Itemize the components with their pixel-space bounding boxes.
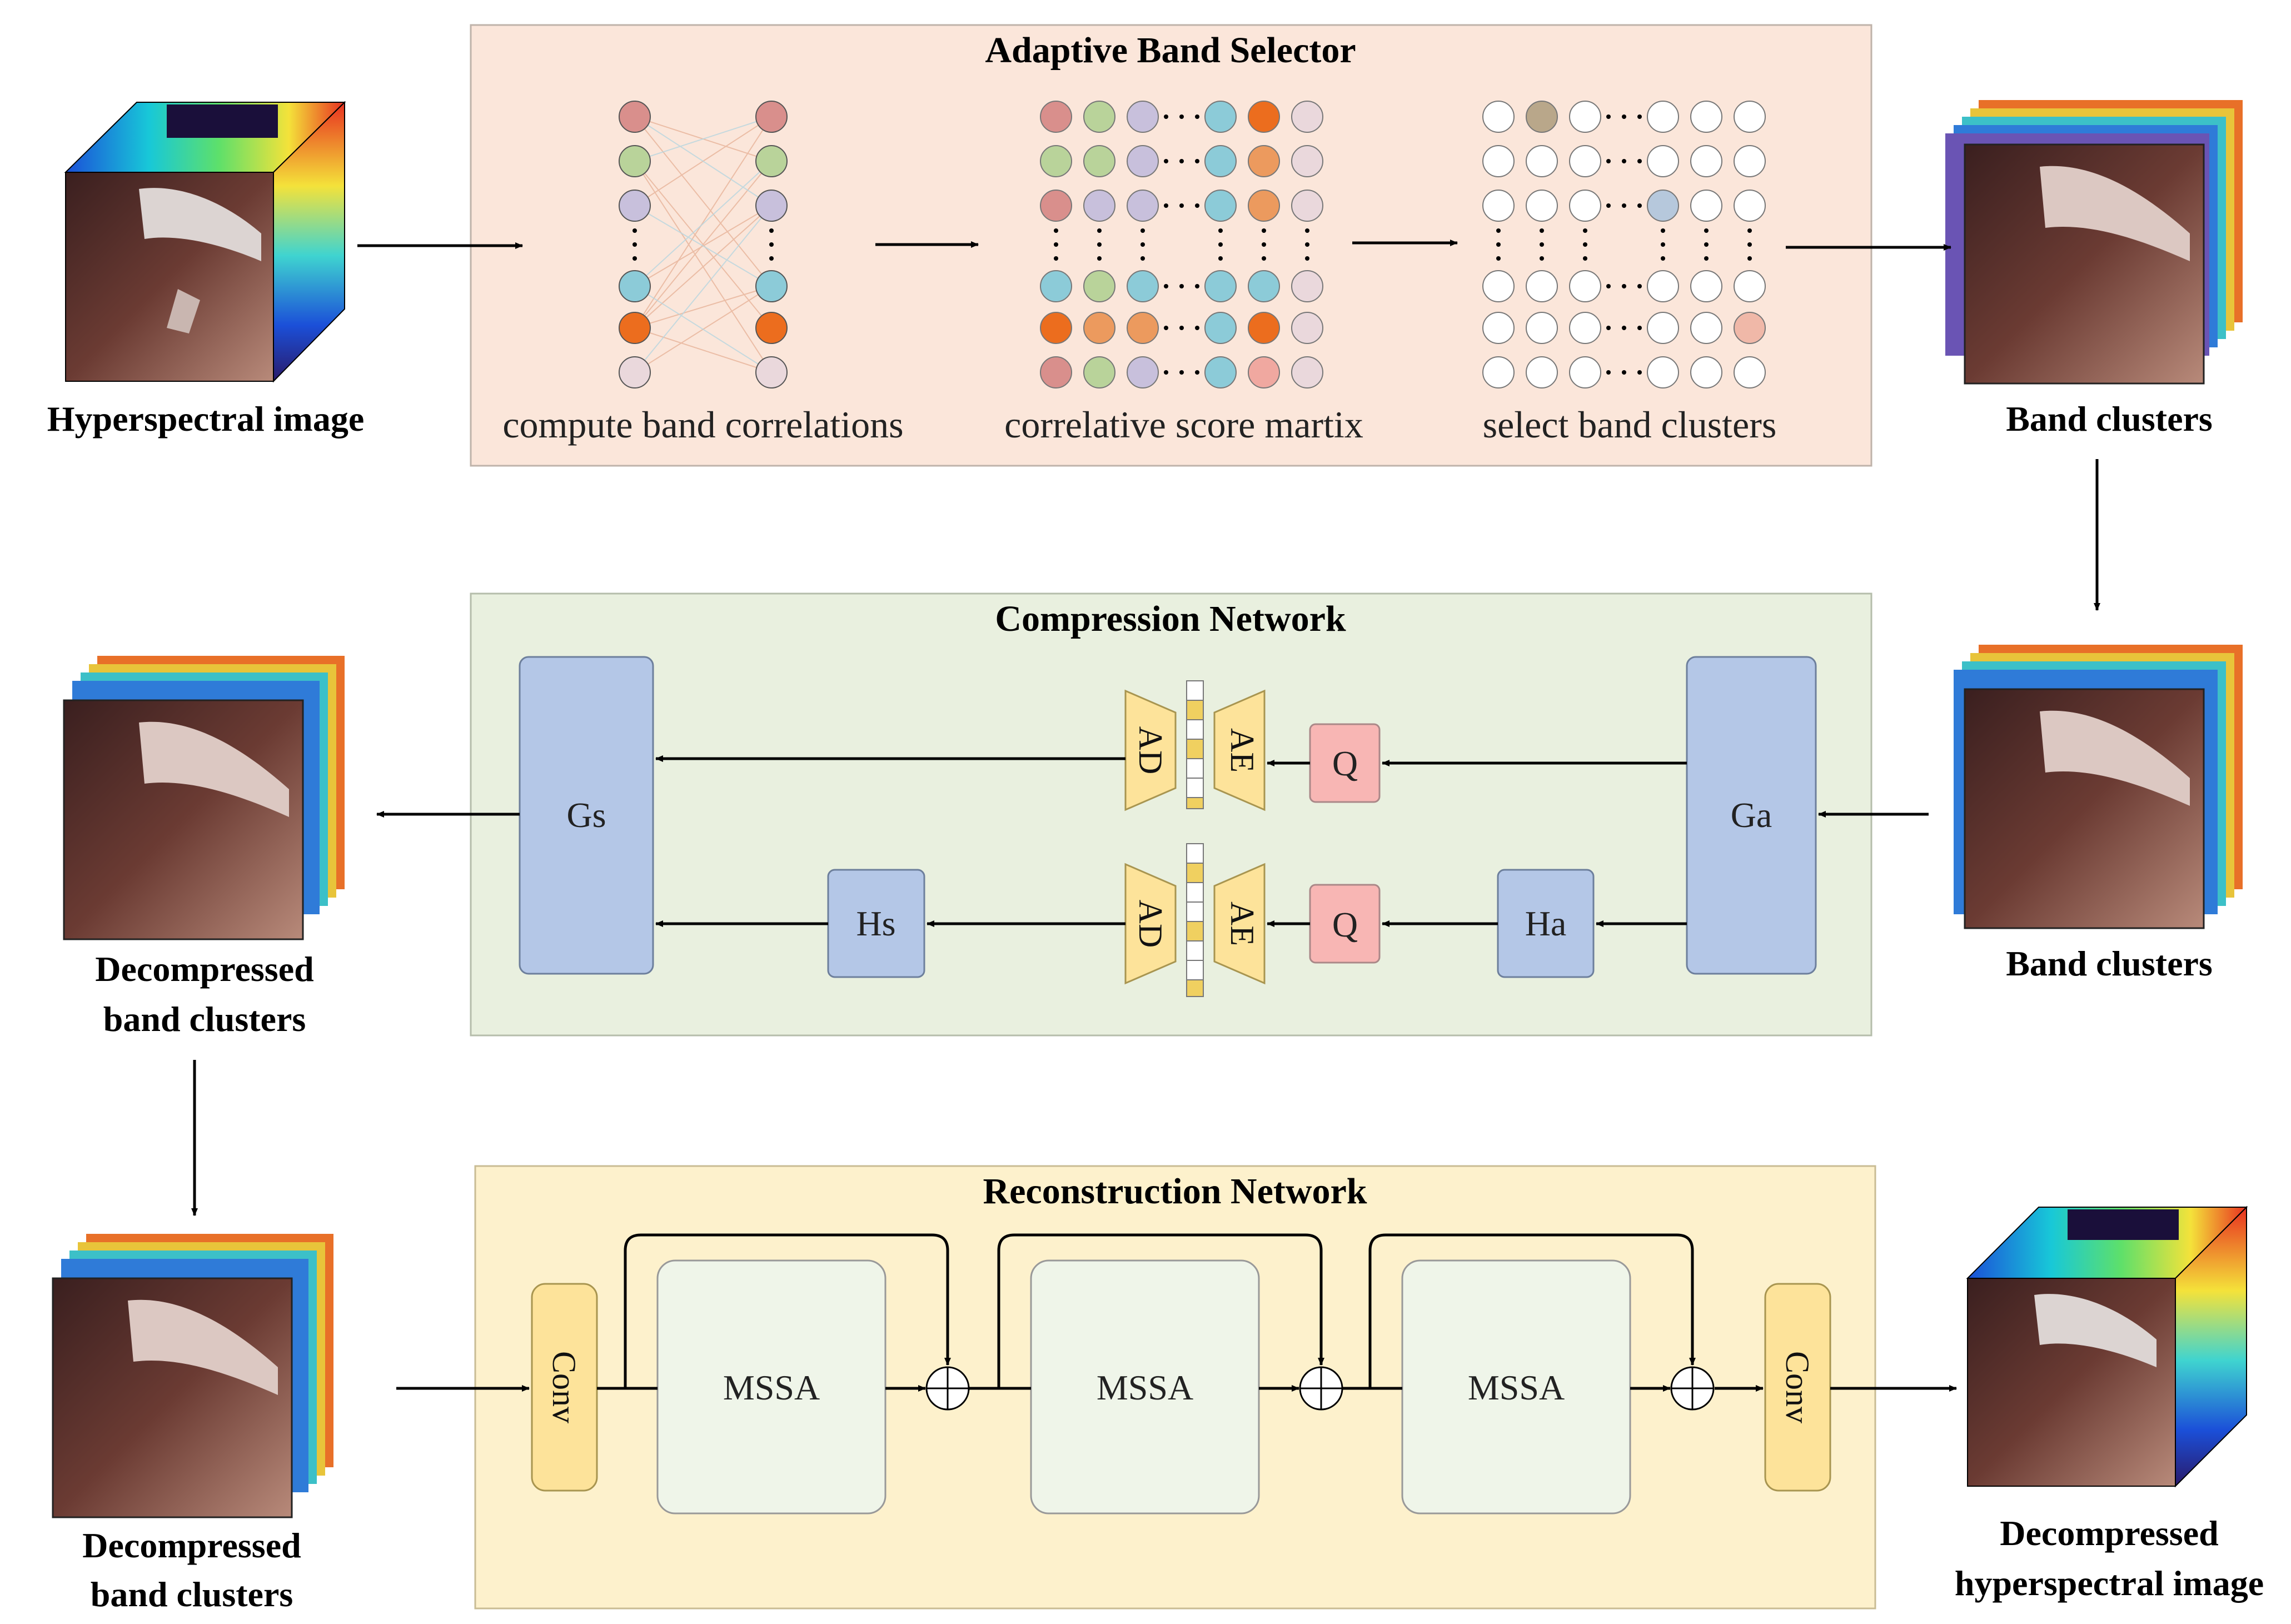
sum-node-3: [1670, 1366, 1715, 1411]
step-compute-correlations: compute band correlations: [502, 403, 903, 446]
step-score-matrix: correlative score martix: [1004, 403, 1363, 446]
mssa-1-label: MSSA: [723, 1368, 820, 1407]
reconstruction-title: Reconstruction Network: [983, 1171, 1367, 1212]
conv-in-label: Conv: [546, 1351, 582, 1423]
quantizer-top-label: Q: [1332, 744, 1358, 783]
sum-node-1: [925, 1366, 970, 1411]
hyperspectral-cube-input: [64, 101, 346, 383]
conv-out-label: Conv: [1779, 1351, 1816, 1423]
quantizer-bottom-label: Q: [1332, 905, 1358, 944]
output-label-2: hyperspectral image: [1955, 1563, 2264, 1603]
selected-clusters-grid: [1482, 101, 1766, 388]
sum-node-2: [1299, 1366, 1343, 1411]
ad-block-bottom: [1124, 863, 1177, 985]
ae-top-label: AE: [1224, 728, 1261, 773]
gs-label: Gs: [566, 795, 606, 835]
decompressed-clusters-label-bottom-2: band clusters: [91, 1575, 293, 1614]
decompressed-clusters-label-mid-2: band clusters: [103, 999, 306, 1039]
ha-label: Ha: [1525, 904, 1567, 943]
latent-column-bottom: [1186, 843, 1204, 997]
decompressed-clusters-stack-mid: [63, 656, 345, 940]
mssa-2-label: MSSA: [1097, 1368, 1193, 1407]
step-select-clusters: select band clusters: [1483, 403, 1777, 446]
mssa-3-label: MSSA: [1468, 1368, 1565, 1407]
hyperspectral-cube-output: [1966, 1205, 2248, 1488]
ga-block: [1686, 656, 1817, 975]
band-clusters-stack-mid: [1954, 645, 2243, 929]
ae-block-bottom: [1213, 863, 1266, 985]
decompressed-clusters-label-bottom-1: Decompressed: [82, 1526, 301, 1565]
band-clusters-label-mid: Band clusters: [2006, 944, 2213, 983]
ae-bottom-label: AE: [1224, 901, 1261, 946]
flow-arrows: [191, 240, 2100, 1392]
compression-panel: [470, 592, 1872, 1037]
compression-title: Compression Network: [995, 599, 1346, 639]
decompressed-clusters-stack-bottom: [52, 1234, 333, 1518]
ad-bottom-label: AD: [1132, 900, 1169, 948]
correlation-graph: [619, 101, 788, 388]
band-selector-title: Adaptive Band Selector: [985, 30, 1356, 71]
output-label-1: Decompressed: [2000, 1513, 2218, 1553]
input-label: Hyperspectral image: [47, 399, 365, 439]
latent-column-top: [1186, 680, 1204, 809]
hs-label: Hs: [856, 904, 895, 943]
score-matrix: [1040, 101, 1323, 388]
ad-top-label: AD: [1132, 726, 1169, 775]
ga-label: Ga: [1731, 795, 1772, 835]
band-clusters-label-top: Band clusters: [2006, 399, 2213, 439]
ad-block-top: [1124, 689, 1177, 811]
selected-grid-dots: [1496, 114, 1752, 375]
score-matrix-dots: [1054, 114, 1309, 375]
band-clusters-stack-top: [1945, 100, 2243, 385]
skip-connections: [624, 1233, 1696, 1388]
ae-block-top: [1213, 689, 1266, 811]
decompressed-clusters-label-mid-1: Decompressed: [95, 949, 313, 989]
